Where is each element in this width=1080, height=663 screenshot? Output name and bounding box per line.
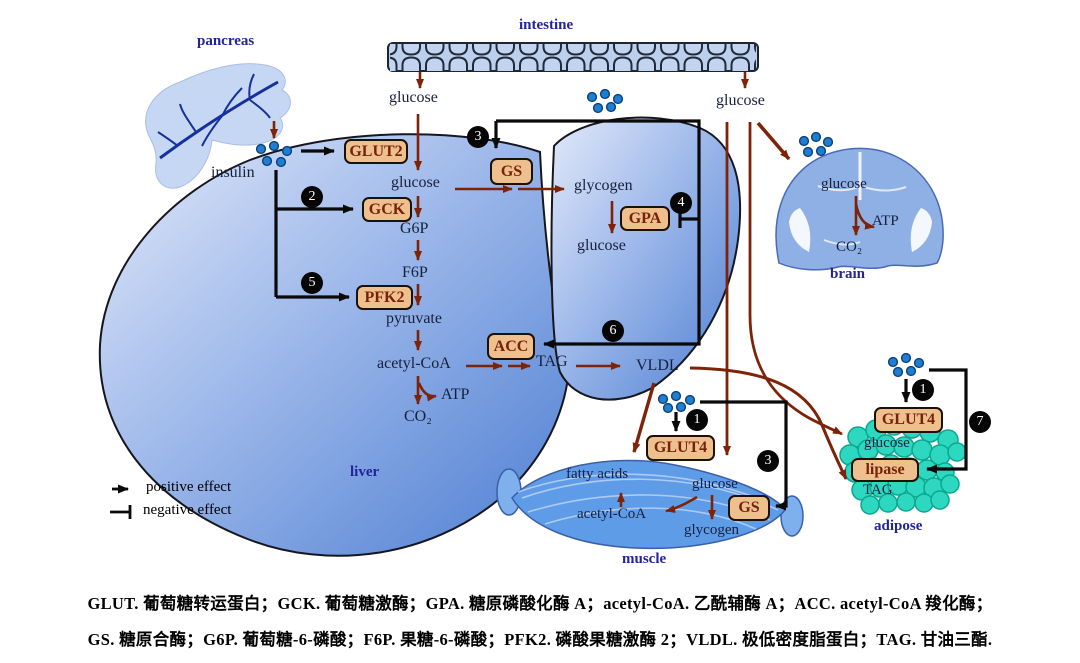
badge-1-glut4-muscle: 1 bbox=[686, 409, 708, 431]
intestine-shape bbox=[387, 42, 759, 72]
atp-liver-label: ATP bbox=[441, 386, 470, 403]
co2-brain-label: CO₂ bbox=[836, 239, 863, 255]
gpa-box: GPA bbox=[620, 206, 670, 231]
insulin-dots-adipose bbox=[887, 352, 925, 378]
glut4-adipose-box: GLUT4 bbox=[874, 407, 943, 433]
pancreas-label: pancreas bbox=[197, 33, 255, 49]
tag-adipose-label: TAG bbox=[863, 482, 893, 498]
adipose-label: adipose bbox=[874, 518, 923, 534]
badge-4-gpa: 4 bbox=[670, 192, 692, 214]
footnote-line-2: GS. 糖原合酶；G6P. 葡萄糖-6-磷酸；F6P. 果糖-6-磷酸；PFK2… bbox=[87, 630, 993, 649]
insulin-dots-muscle bbox=[657, 390, 696, 414]
gs-liver-box: GS bbox=[490, 158, 533, 185]
insulin-dots-liver bbox=[586, 88, 624, 114]
acetyl-coa-liver-label: acetyl-CoA bbox=[377, 355, 451, 372]
glucose-intestine-right-label: glucose bbox=[716, 92, 765, 109]
glycogen-liver-label: glycogen bbox=[574, 177, 633, 194]
badge-6-acc: 6 bbox=[602, 320, 624, 342]
g6p-label: G6P bbox=[400, 220, 429, 237]
legend-negative-label: negative effect bbox=[143, 502, 232, 518]
glut4-muscle-box: GLUT4 bbox=[646, 435, 715, 461]
legend-positive-label: positive effect bbox=[146, 479, 232, 495]
fatty-acids-label: fatty acids bbox=[566, 466, 629, 482]
acetyl-coa-muscle-label: acetyl-CoA bbox=[577, 506, 647, 522]
gck-box: GCK bbox=[362, 197, 412, 222]
badge-1-glut4-adipose: 1 bbox=[912, 379, 934, 401]
insulin-label: insulin bbox=[211, 164, 255, 181]
insulin-action-arrows bbox=[110, 119, 968, 519]
badge-2-gck: 2 bbox=[301, 186, 323, 208]
insulin-dots bbox=[255, 88, 925, 414]
acc-box: ACC bbox=[487, 333, 535, 360]
insulin-dots-brain bbox=[798, 131, 834, 158]
muscle-label: muscle bbox=[622, 551, 667, 567]
glucose-brain-label: glucose bbox=[821, 176, 867, 192]
metabolic-arrows bbox=[270, 72, 875, 520]
glucose-muscle-label: glucose bbox=[692, 476, 738, 492]
pancreas-shape bbox=[145, 63, 291, 189]
pfk2-box: PFK2 bbox=[356, 285, 413, 310]
tag-liver-label: TAG bbox=[536, 353, 568, 370]
badge-3-gs-muscle: 3 bbox=[757, 450, 779, 472]
badge-3-gs-liver: 3 bbox=[467, 126, 489, 148]
lipase-box: lipase bbox=[851, 458, 919, 482]
vldl-label: VLDL bbox=[636, 357, 679, 374]
liver-shape bbox=[98, 116, 742, 557]
liver-label: liver bbox=[350, 464, 380, 480]
badge-7-lipase: 7 bbox=[969, 411, 991, 433]
glucose-intestine-left-label: glucose bbox=[389, 89, 438, 106]
insulin-dots-pancreas bbox=[255, 140, 293, 168]
brain-label: brain bbox=[830, 266, 866, 282]
pyruvate-label: pyruvate bbox=[386, 310, 442, 327]
co2-liver-label: CO₂ bbox=[404, 408, 432, 425]
atp-brain-label: ATP bbox=[872, 213, 899, 229]
glucose-adipose-label: glucose bbox=[864, 435, 910, 451]
glucose-liver-label: glucose bbox=[391, 174, 440, 191]
brain-shape bbox=[775, 147, 944, 271]
f6p-label: F6P bbox=[402, 264, 428, 281]
glucose-from-glycogen-label: glucose bbox=[577, 237, 626, 254]
glycogen-muscle-label: glycogen bbox=[684, 522, 739, 538]
badge-5-pfk2: 5 bbox=[301, 272, 323, 294]
glut2-box: GLUT2 bbox=[344, 139, 408, 164]
footnote-line-1: GLUT. 葡萄糖转运蛋白；GCK. 葡萄糖激酶；GPA. 糖原磷酸化酶 A；a… bbox=[87, 594, 993, 613]
gs-muscle-box: GS bbox=[728, 495, 770, 521]
intestine-label: intestine bbox=[519, 17, 574, 33]
